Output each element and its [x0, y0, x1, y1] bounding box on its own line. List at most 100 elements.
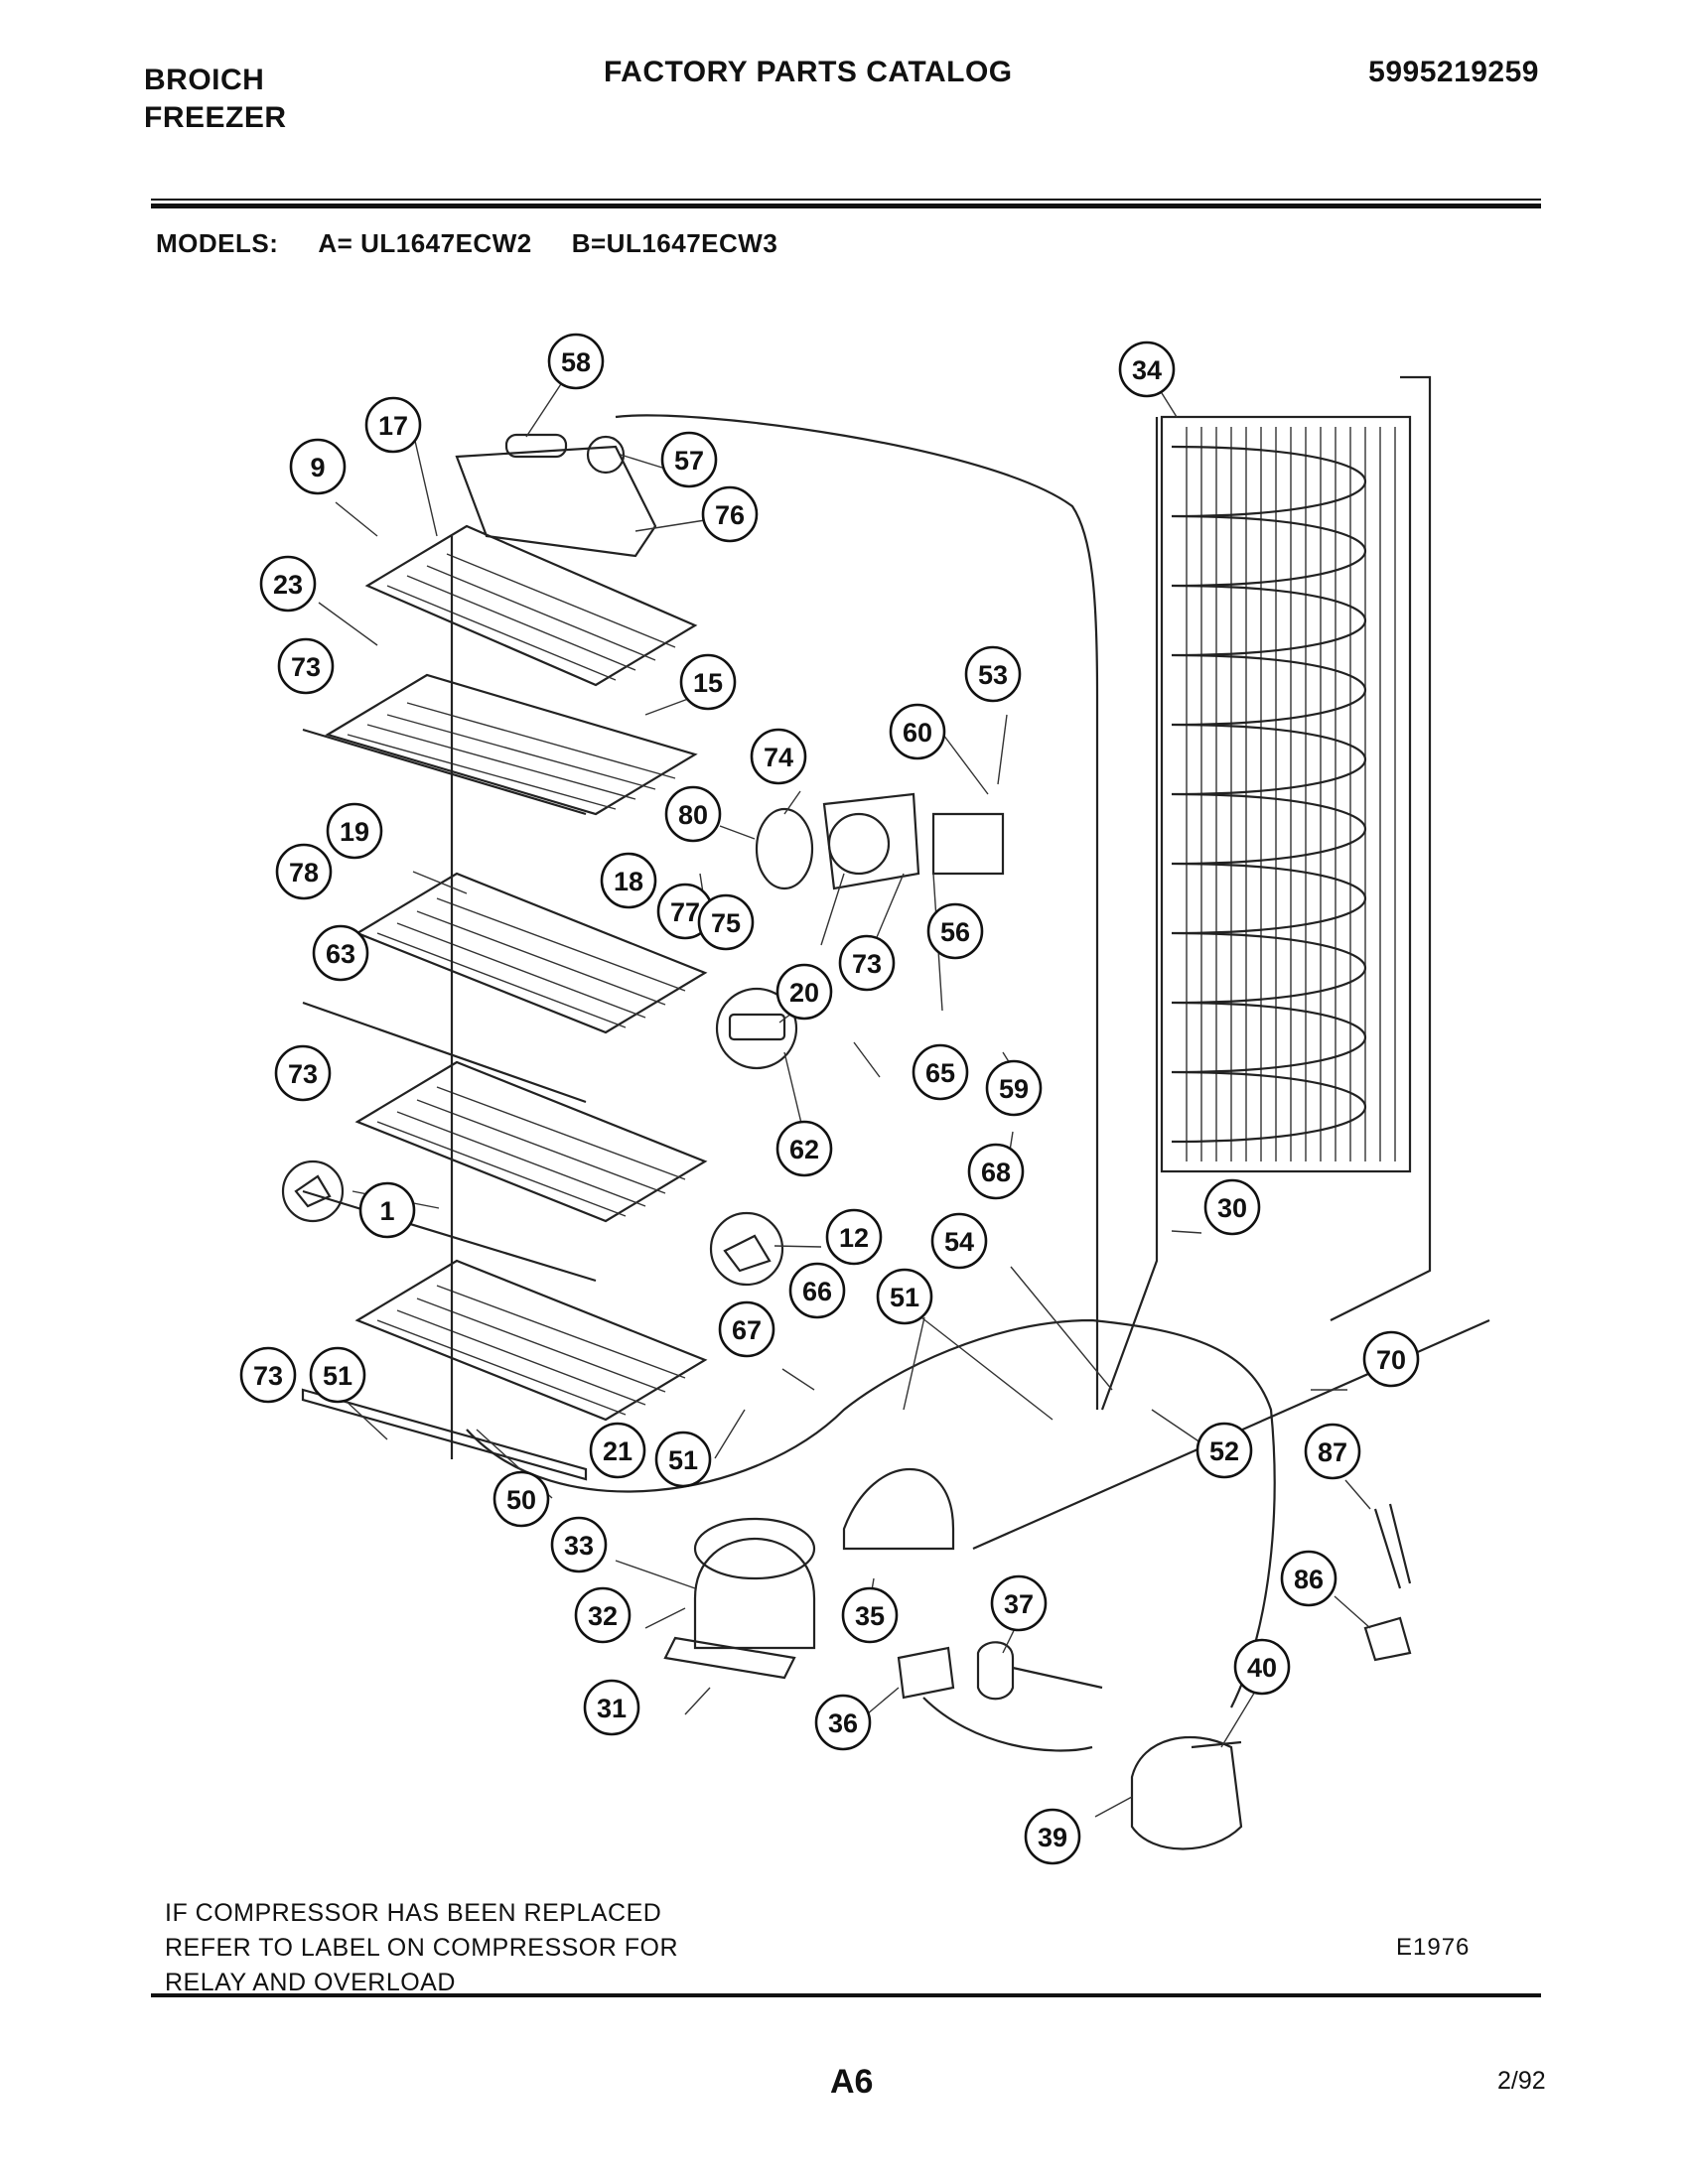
callout-37: 37 — [990, 1574, 1048, 1632]
callout-73: 73 — [277, 637, 335, 695]
cover-39-40 — [1130, 1735, 1243, 1850]
catalog-title: FACTORY PARTS CATALOG — [604, 56, 1013, 88]
header-rule-thick — [151, 204, 1541, 208]
callout-30: 30 — [1203, 1178, 1261, 1236]
callout-80: 80 — [664, 785, 722, 843]
callout-label: 77 — [670, 897, 700, 927]
callout-62: 62 — [775, 1120, 833, 1177]
callout-label: 74 — [764, 743, 793, 772]
callout-label: 63 — [326, 939, 355, 969]
callout-21: 21 — [589, 1422, 646, 1479]
callout-label: 58 — [561, 347, 591, 377]
compressor-note: IF COMPRESSOR HAS BEEN REPLACED REFER TO… — [165, 1896, 678, 2000]
callout-51: 51 — [654, 1431, 712, 1488]
callout-label: 36 — [828, 1708, 858, 1738]
callout-label: 33 — [564, 1531, 594, 1561]
callout-23: 23 — [259, 555, 317, 613]
callout-63: 63 — [312, 924, 369, 982]
callout-label: 15 — [693, 668, 723, 698]
callout-label: 51 — [323, 1361, 352, 1391]
callout-label: 17 — [378, 411, 408, 441]
callout-label: 68 — [981, 1158, 1011, 1187]
callout-label: 56 — [940, 917, 970, 947]
callout-label: 50 — [506, 1485, 536, 1515]
callout-label: 57 — [674, 446, 704, 476]
callout-label: 62 — [789, 1135, 819, 1164]
light-housing — [455, 433, 657, 558]
callout-label: 70 — [1376, 1345, 1406, 1375]
callout-label: 20 — [789, 978, 819, 1008]
callout-73: 73 — [239, 1346, 297, 1404]
callout-70: 70 — [1362, 1330, 1420, 1388]
callout-58: 58 — [547, 333, 605, 390]
callout-53: 53 — [964, 645, 1022, 703]
callout-label: 40 — [1247, 1653, 1277, 1683]
revision-date: 2/92 — [1497, 2067, 1546, 2095]
callout-39: 39 — [1024, 1808, 1081, 1865]
callout-54: 54 — [930, 1212, 988, 1270]
condenser-coil — [1155, 375, 1432, 1321]
callout-label: 73 — [852, 949, 882, 979]
callout-33: 33 — [550, 1516, 608, 1573]
callout-label: 60 — [903, 718, 932, 748]
callout-label: 59 — [999, 1074, 1029, 1104]
callout-label: 86 — [1294, 1565, 1324, 1594]
callout-73: 73 — [274, 1044, 332, 1102]
callout-label: 35 — [855, 1601, 885, 1631]
callout-label: 66 — [802, 1277, 832, 1306]
callout-9: 9 — [289, 438, 347, 495]
callout-layer: 58 34 17 9 57 76 23 73 15 53 60 74 80 19 18 78 77 75 56 73 6… — [239, 333, 1420, 1865]
note-line-3: RELAY AND OVERLOAD — [165, 1969, 456, 1996]
callout-12: 12 — [825, 1208, 883, 1266]
callout-34: 34 — [1118, 341, 1176, 398]
callout-label: 34 — [1132, 355, 1162, 385]
callout-label: 87 — [1318, 1437, 1347, 1467]
callout-label: 37 — [1004, 1589, 1034, 1619]
callout-19: 19 — [326, 802, 383, 860]
figure-code: E1976 — [1396, 1934, 1471, 1961]
header-rule-thin — [151, 199, 1541, 201]
callout-label: 54 — [944, 1227, 974, 1257]
compressor — [466, 1318, 1490, 1708]
callout-label: 1 — [379, 1196, 394, 1226]
callout-50: 50 — [492, 1470, 550, 1528]
callout-label: 75 — [711, 908, 741, 938]
catalog-number: 5995219259 — [1368, 56, 1539, 88]
callout-label: 53 — [978, 660, 1008, 690]
callout-51: 51 — [309, 1346, 366, 1404]
callout-label: 23 — [273, 570, 303, 600]
callout-68: 68 — [967, 1143, 1025, 1200]
note-line-2: REFER TO LABEL ON COMPRESSOR FOR — [165, 1934, 679, 1962]
callout-86: 86 — [1280, 1550, 1337, 1607]
callout-label: 32 — [588, 1601, 618, 1631]
callout-87: 87 — [1304, 1423, 1361, 1480]
callout-75: 75 — [697, 893, 755, 951]
callout-32: 32 — [574, 1586, 632, 1644]
callout-60: 60 — [889, 703, 946, 760]
callout-35: 35 — [841, 1586, 899, 1644]
callout-57: 57 — [660, 431, 718, 488]
callout-label: 18 — [614, 867, 643, 896]
callout-51: 51 — [876, 1268, 933, 1325]
callout-36: 36 — [814, 1694, 872, 1751]
models-label: MODELS: — [156, 228, 279, 258]
callout-label: 76 — [715, 500, 745, 530]
callout-52: 52 — [1196, 1422, 1253, 1479]
callout-label: 30 — [1217, 1193, 1247, 1223]
model-b: B=UL1647ECW3 — [571, 228, 778, 258]
callout-label: 21 — [603, 1436, 633, 1466]
callout-31: 31 — [583, 1679, 640, 1736]
callout-label: 51 — [668, 1445, 698, 1475]
callout-17: 17 — [364, 396, 422, 454]
callout-73: 73 — [838, 934, 896, 992]
note-line-1: IF COMPRESSOR HAS BEEN REPLACED — [165, 1899, 662, 1927]
fan-assembly — [755, 792, 1005, 890]
callout-67: 67 — [718, 1300, 775, 1358]
callout-label: 31 — [597, 1694, 627, 1723]
callout-74: 74 — [750, 728, 807, 785]
callout-label: 12 — [839, 1223, 869, 1253]
callout-76: 76 — [701, 485, 759, 543]
callout-label: 78 — [289, 858, 319, 887]
